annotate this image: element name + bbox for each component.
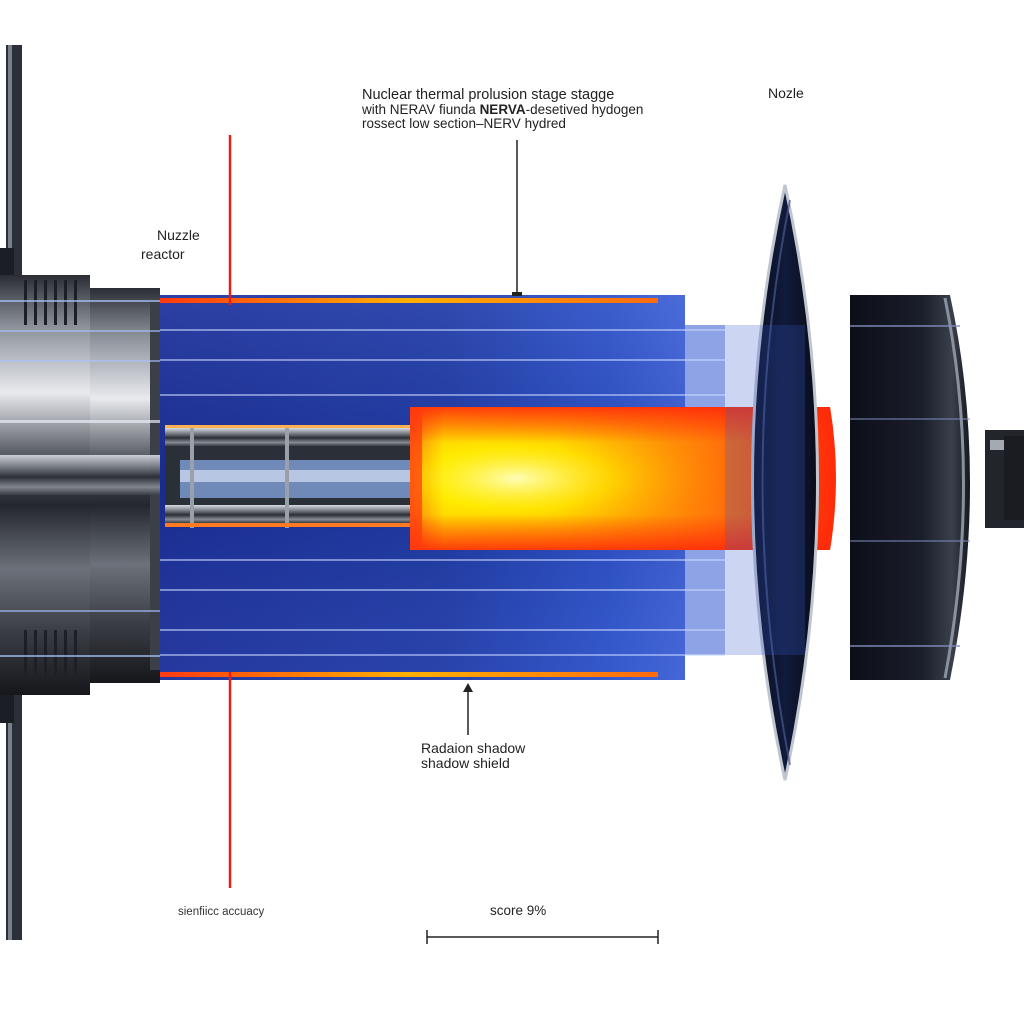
upper-hot-stripe (160, 298, 658, 303)
flow-lines (160, 329, 725, 656)
shadow-shield-line-1: Radaion shadow (421, 740, 526, 756)
nuzzle-label: Nuzzle (157, 227, 200, 243)
accuracy-label: sienfiicc accuacy (178, 906, 265, 918)
annotation-lines (228, 135, 522, 888)
title-line-1: Nuclear thermal prolusion stage stagge (362, 87, 615, 103)
title-line-2-bold: NERVA (479, 102, 526, 118)
title-block: Nuclear thermal prolusion stage stagge w… (362, 87, 643, 132)
title-line-3: rossect low section–NERV hydred (362, 116, 566, 132)
title-line-2-suffix: -desetived hydogen (525, 102, 644, 118)
reactor-housing (0, 275, 165, 695)
shadow-shield-line-2: shadow shield (421, 754, 510, 771)
nozzle-label: Nozle (768, 85, 804, 101)
title-line-2-prefix: with NERAV fiunda (362, 102, 480, 118)
lower-hot-stripe (160, 672, 658, 677)
cooling-fins (24, 280, 77, 675)
scale-bar (426, 930, 659, 944)
shadow-shield-label: Radaion shadow shadow shield (421, 741, 525, 770)
nozzle-drum (850, 295, 970, 680)
fuel-rod-assembly (165, 425, 415, 528)
nozzle-bell (725, 184, 819, 781)
reactor-label: reactor (141, 246, 185, 262)
title-line-2: with NERAV fiunda NERVA-desetived hydoge… (362, 103, 643, 117)
exhaust-shaft (985, 430, 1024, 528)
reactor-core (410, 407, 836, 550)
score-label: score 9% (490, 903, 547, 918)
